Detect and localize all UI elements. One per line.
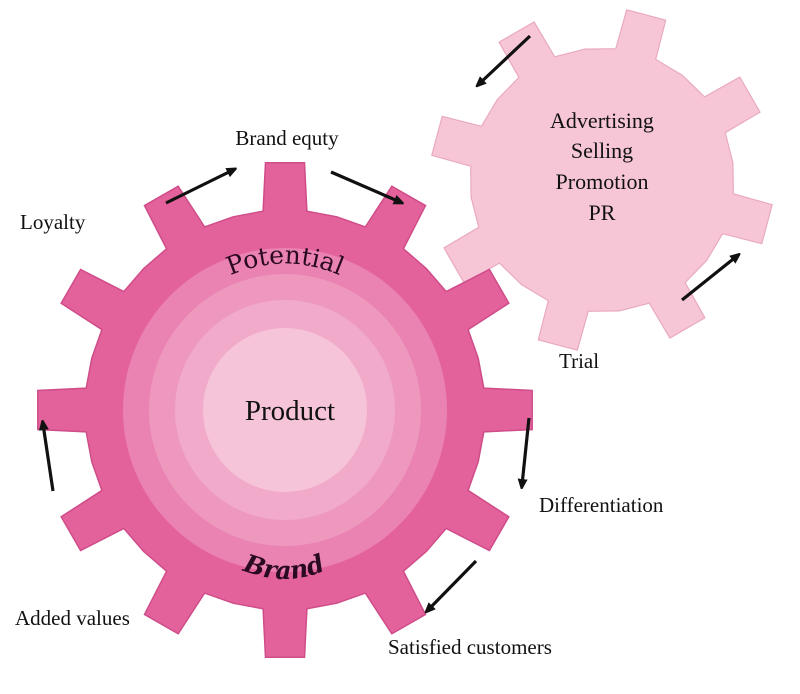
arrow-icon-differentiation-to-satisfied xyxy=(428,559,478,610)
small-gear-line-selling: Selling xyxy=(571,138,633,163)
small-gear-text: Advertising Selling Promotion PR xyxy=(550,108,654,225)
label-trial: Trial xyxy=(559,349,599,373)
arrow-icon-equity-to-small-gear xyxy=(330,170,400,202)
label-brand-equity: Brand equty xyxy=(235,126,339,150)
arrow-icon-trial-to-differentiation xyxy=(522,417,531,485)
arrow-icon-added-values-to-loyalty xyxy=(43,424,55,492)
label-differentiation: Differentiation xyxy=(539,493,664,517)
label-added-values: Added values xyxy=(15,606,130,630)
core-label-product: Product xyxy=(245,395,335,427)
arrow-icon-into-small-gear xyxy=(479,34,532,84)
label-loyalty: Loyalty xyxy=(20,210,86,234)
small-gear-icon xyxy=(431,9,773,351)
arrow-icon-loyalty-to-equity xyxy=(165,170,233,205)
product-core xyxy=(203,328,367,492)
arrow-icon-trial-to-small-gear xyxy=(681,256,737,302)
small-gear-line-pr: PR xyxy=(589,200,616,225)
label-satisfied-customers: Satisfied customers xyxy=(388,635,552,659)
small-gear-line-advertising: Advertising xyxy=(550,108,654,133)
small-gear-line-promotion: Promotion xyxy=(556,169,649,194)
